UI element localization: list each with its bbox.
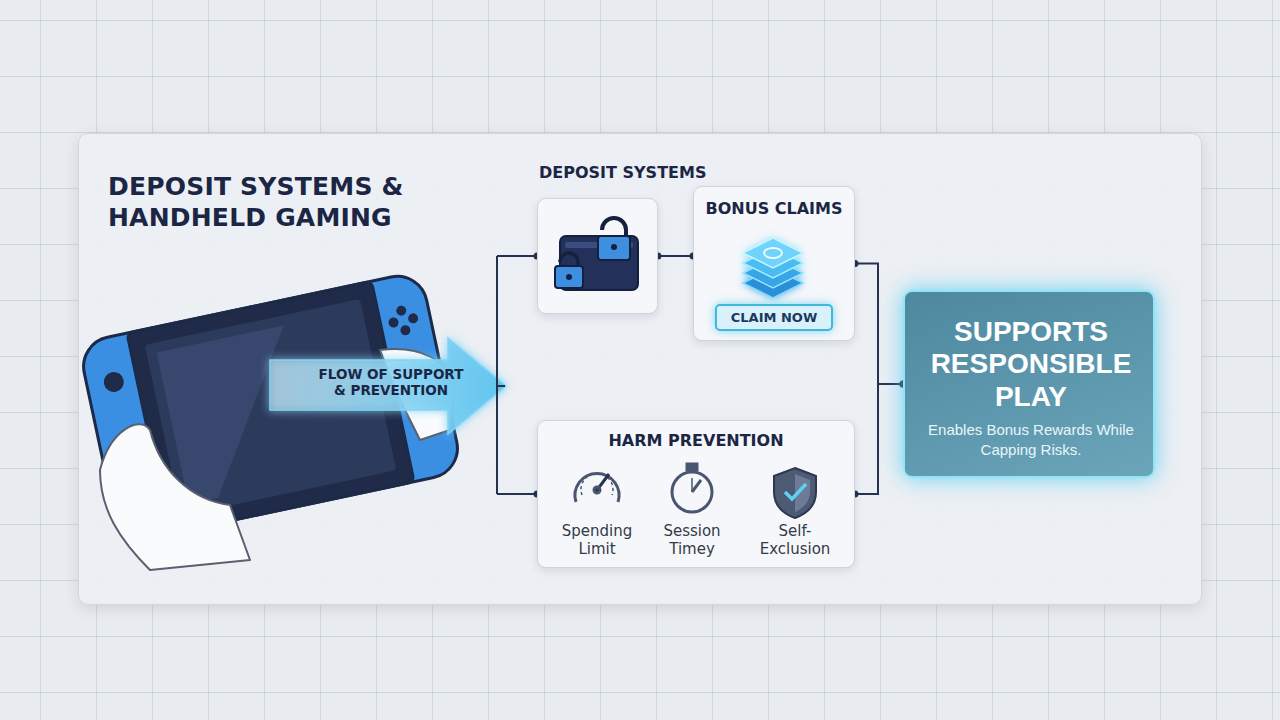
fork-bracket [497,256,537,494]
bonus-box: BONUS CLAIMS CLAIM NOW [693,186,855,341]
connector [852,260,907,388]
hand [104,291,400,560]
connector [655,253,697,260]
node-heading: SUPPORTS RESPONSIBLE PLAY [913,316,1149,413]
deposit-box: DEPOSIT SYSTEMS [537,198,658,314]
node-heading: HARM PREVENTION [538,431,854,450]
claim-button: CLAIM NOW [715,304,833,331]
handheld-console [78,271,463,544]
node-heading: CLAIM NOW [717,310,831,326]
diagram-title: DEPOSIT SYSTEMS & HANDHELD GAMING [108,172,438,233]
node-heading: DEPOSIT SYSTEMS [539,163,759,182]
icon-caption: Self-Exclusion [750,522,840,558]
outcome-box: SUPPORTS RESPONSIBLE PLAY Enables Bonus R… [903,290,1155,478]
connector-line [855,384,903,494]
icon-caption: Spending Limit [552,522,642,558]
flow-arrow [270,338,506,434]
connector [852,381,907,498]
node-heading: BONUS CLAIMS [694,199,854,218]
connector-line [855,264,903,385]
icon-caption: Session Timey [647,522,737,558]
flow-label: FLOW OF SUPPORT & PREVENTION [316,366,466,398]
node-body: Enables Bonus Rewards While Capping Risk… [913,420,1149,459]
connector-line [658,255,693,257]
